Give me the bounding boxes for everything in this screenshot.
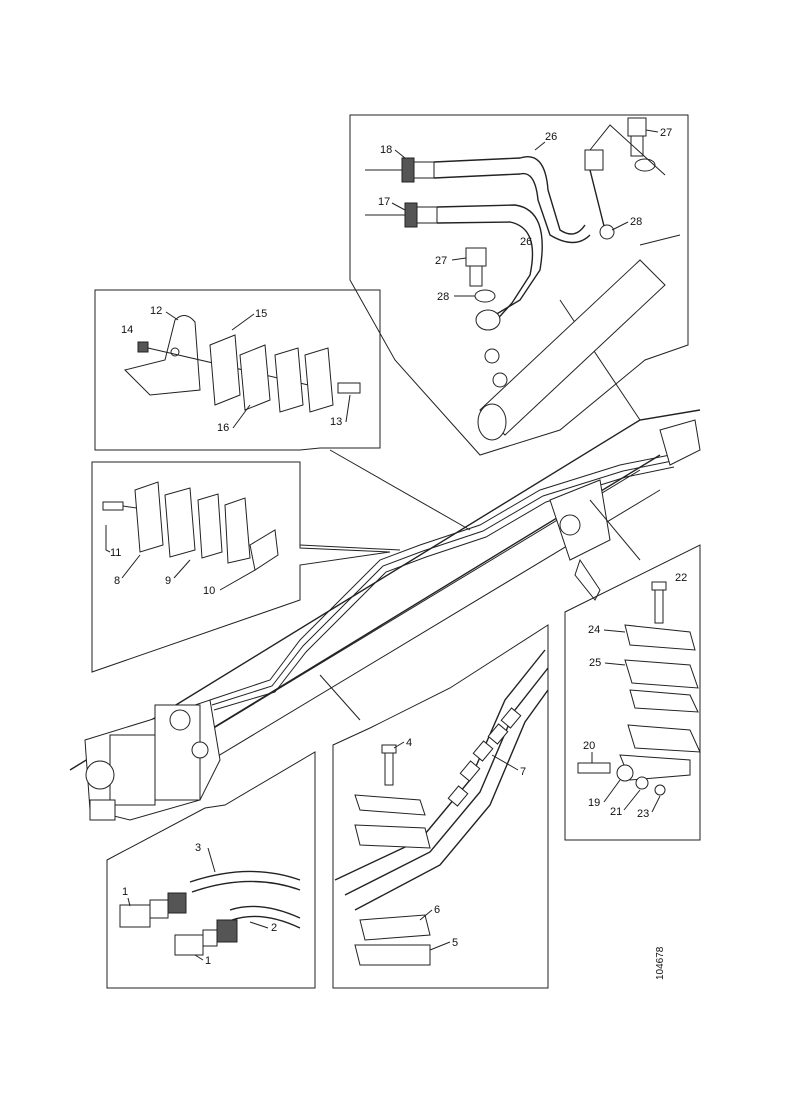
- main-assembly: [69, 299, 701, 821]
- callout-26: 26: [545, 131, 557, 143]
- callout-1: 1: [122, 886, 128, 898]
- callout-26: 26: [520, 236, 532, 248]
- callout-14: 14: [121, 324, 133, 336]
- callout-27: 27: [435, 255, 447, 267]
- valve-bracket: [549, 419, 701, 601]
- callout-28: 28: [630, 216, 642, 228]
- panel-tube-clamp-detail: 22 24 25 20 19 21 23: [564, 544, 701, 841]
- callout-6: 6: [434, 904, 440, 916]
- callout-28: 28: [437, 291, 449, 303]
- callout-22: 22: [675, 572, 687, 584]
- callout-18: 18: [380, 144, 392, 156]
- callout-2: 2: [271, 922, 277, 934]
- callout-8: 8: [114, 575, 120, 587]
- callout-10: 10: [203, 585, 215, 597]
- document-id: 104678: [655, 946, 666, 980]
- panel-clamp-frame-detail: 12 15 14 16 13: [94, 289, 381, 451]
- callout-15: 15: [255, 308, 267, 320]
- steering-gear-housing: [84, 699, 221, 821]
- panel-hose-detail: 18 26 27 17 26 28 27 28: [349, 114, 689, 456]
- callout-24: 24: [588, 624, 600, 636]
- panel-connector-detail: 3 1 2 1: [106, 751, 316, 989]
- callout-12: 12: [150, 305, 162, 317]
- callout-19: 19: [588, 797, 600, 809]
- callout-1: 1: [205, 955, 211, 967]
- callout-7: 7: [520, 766, 526, 778]
- panel-hose-clamp-detail: 4 7 6 5: [332, 624, 549, 989]
- callout-9: 9: [165, 575, 171, 587]
- callout-17: 17: [378, 196, 390, 208]
- callout-21: 21: [610, 806, 622, 818]
- callout-3: 3: [195, 842, 201, 854]
- panel-clamp-bracket-detail: 11 8 9 10: [91, 461, 391, 673]
- callout-23: 23: [637, 808, 649, 820]
- callout-5: 5: [452, 937, 458, 949]
- callout-20: 20: [583, 740, 595, 752]
- callout-11: 11: [110, 547, 121, 559]
- callout-4: 4: [406, 737, 412, 749]
- callout-25: 25: [589, 657, 601, 669]
- callout-27: 27: [660, 127, 672, 139]
- callout-16: 16: [217, 422, 229, 434]
- callout-13: 13: [330, 416, 342, 428]
